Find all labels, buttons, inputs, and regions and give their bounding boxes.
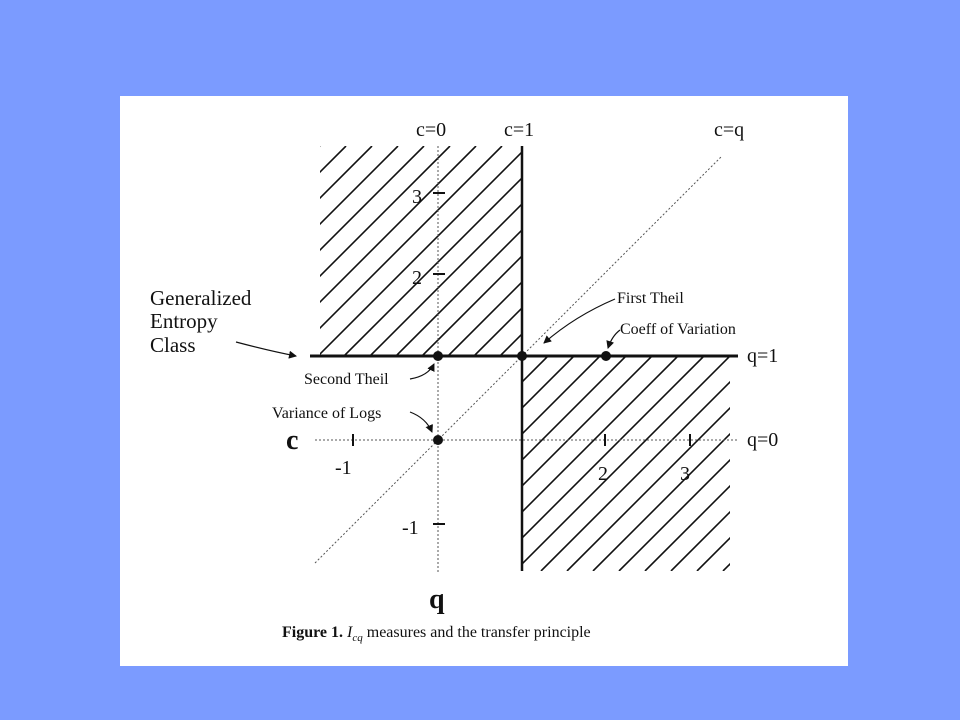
entropy-class-diagram: c=0 c=1 c=q q=1 q=0 c q 3 2 -1 -1 2 3 Ge…: [150, 119, 848, 615]
second-theil-arrow: [409, 363, 435, 380]
hatch-lr-stroke-6: [522, 356, 679, 514]
hatch-lr-stroke-2: [522, 356, 575, 410]
y-tick-label-3: 3: [412, 186, 422, 208]
hatch-lr-stroke-14: [670, 510, 730, 571]
hatch-ul-stroke-8: [320, 150, 522, 356]
hatch-lr-stroke-11: [592, 432, 730, 571]
coeff-of-variation-arrow: [606, 329, 621, 349]
x-tick-label-3: 3: [680, 463, 690, 485]
coeff-of-variation-label: Coeff of Variation: [620, 321, 736, 338]
hatch-lr-stroke-4: [522, 356, 627, 462]
hatch-upper-left: [320, 146, 522, 356]
hatch-ul-stroke-5: [320, 146, 451, 278]
generalized-entropy-line-2: Entropy: [150, 309, 218, 333]
hatch-lr-stroke-8: [522, 356, 730, 566]
second-theil-label: Second Theil: [304, 371, 389, 388]
variance-of-logs-arrow: [409, 411, 433, 433]
variance-of-logs-label: Variance of Logs: [272, 405, 381, 422]
label-c0: c=0: [416, 119, 446, 141]
x-tick-label-2: 2: [598, 463, 608, 485]
first-theil-label: First Theil: [617, 290, 684, 307]
hatch-lower-right: [522, 356, 848, 571]
label-cq: c=q: [714, 119, 744, 141]
figure-caption: Figure 1. Icq measures and the transfer …: [282, 624, 591, 644]
hatch-ul-stroke-13: [447, 280, 522, 356]
x-tick-label-minus1: -1: [335, 457, 352, 479]
hatch-lr-stroke-10: [566, 406, 730, 571]
points-layer: [433, 351, 611, 445]
label-q1: q=1: [747, 345, 778, 367]
hatch-ul-stroke-9: [343, 176, 522, 356]
tick-marks: [352, 192, 691, 525]
label-c1: c=1: [504, 119, 534, 141]
hatch-ul-stroke-6: [320, 146, 477, 304]
hatch-ul-stroke-12: [421, 254, 522, 356]
hatch-ul-stroke-10: [369, 202, 522, 356]
axis-label-q: q: [429, 584, 445, 615]
hatch-lr-stroke-20: [827, 356, 848, 571]
hatch-ul-stroke-14: [473, 306, 522, 356]
point-coeff-of-variation: [601, 351, 611, 361]
hatch-lr-stroke-7: [522, 356, 705, 540]
hatch-lr-stroke-5: [522, 356, 653, 488]
point-first-theil: [517, 351, 527, 361]
hatch-lr-stroke-19: [801, 356, 848, 571]
figure-panel: c=0 c=1 c=q q=1 q=0 c q 3 2 -1 -1 2 3 Ge…: [120, 96, 848, 666]
hatch-lr-stroke-3: [522, 356, 601, 436]
figure-caption-subscript: cq: [352, 632, 363, 645]
figure-caption-text: measures and the transfer principle: [362, 624, 591, 641]
first-theil-arrow: [543, 298, 616, 344]
point-second-theil: [433, 351, 443, 361]
axis-label-c: c: [286, 425, 298, 456]
hatch-lr-stroke-16: [722, 562, 730, 571]
figure-caption-label: Figure 1.: [282, 624, 344, 641]
hatch-lr-stroke-18: [775, 356, 848, 571]
point-variance-of-logs: [433, 435, 443, 445]
hatch-lr-stroke-12: [618, 458, 730, 571]
label-q0: q=0: [747, 429, 778, 451]
hatch-ul-stroke-7: [320, 146, 503, 330]
y-tick-label-minus1: -1: [402, 517, 419, 539]
figure-caption-symbol: Icq: [347, 624, 363, 645]
generalized-entropy-line-3: Class: [150, 333, 196, 357]
hatch-lr-stroke-1: [522, 356, 549, 384]
y-tick-label-2: 2: [412, 267, 422, 289]
hatch-lr-stroke-9: [540, 380, 730, 571]
hatch-ul-stroke-3: [320, 146, 399, 226]
hatch-lr-stroke-13: [644, 484, 730, 571]
hatch-ul-stroke-2: [320, 146, 373, 200]
hatch-lr-stroke-17: [749, 356, 848, 571]
hatch-ul-stroke-4: [320, 146, 425, 252]
hatch-lr-stroke-15: [696, 536, 730, 571]
hatch-ul-stroke-11: [395, 228, 522, 356]
generalized-entropy-arrow: [235, 341, 297, 359]
generalized-entropy-line-1: Generalized: [150, 286, 252, 310]
figure-caption-symbol-letter: I: [347, 624, 353, 641]
